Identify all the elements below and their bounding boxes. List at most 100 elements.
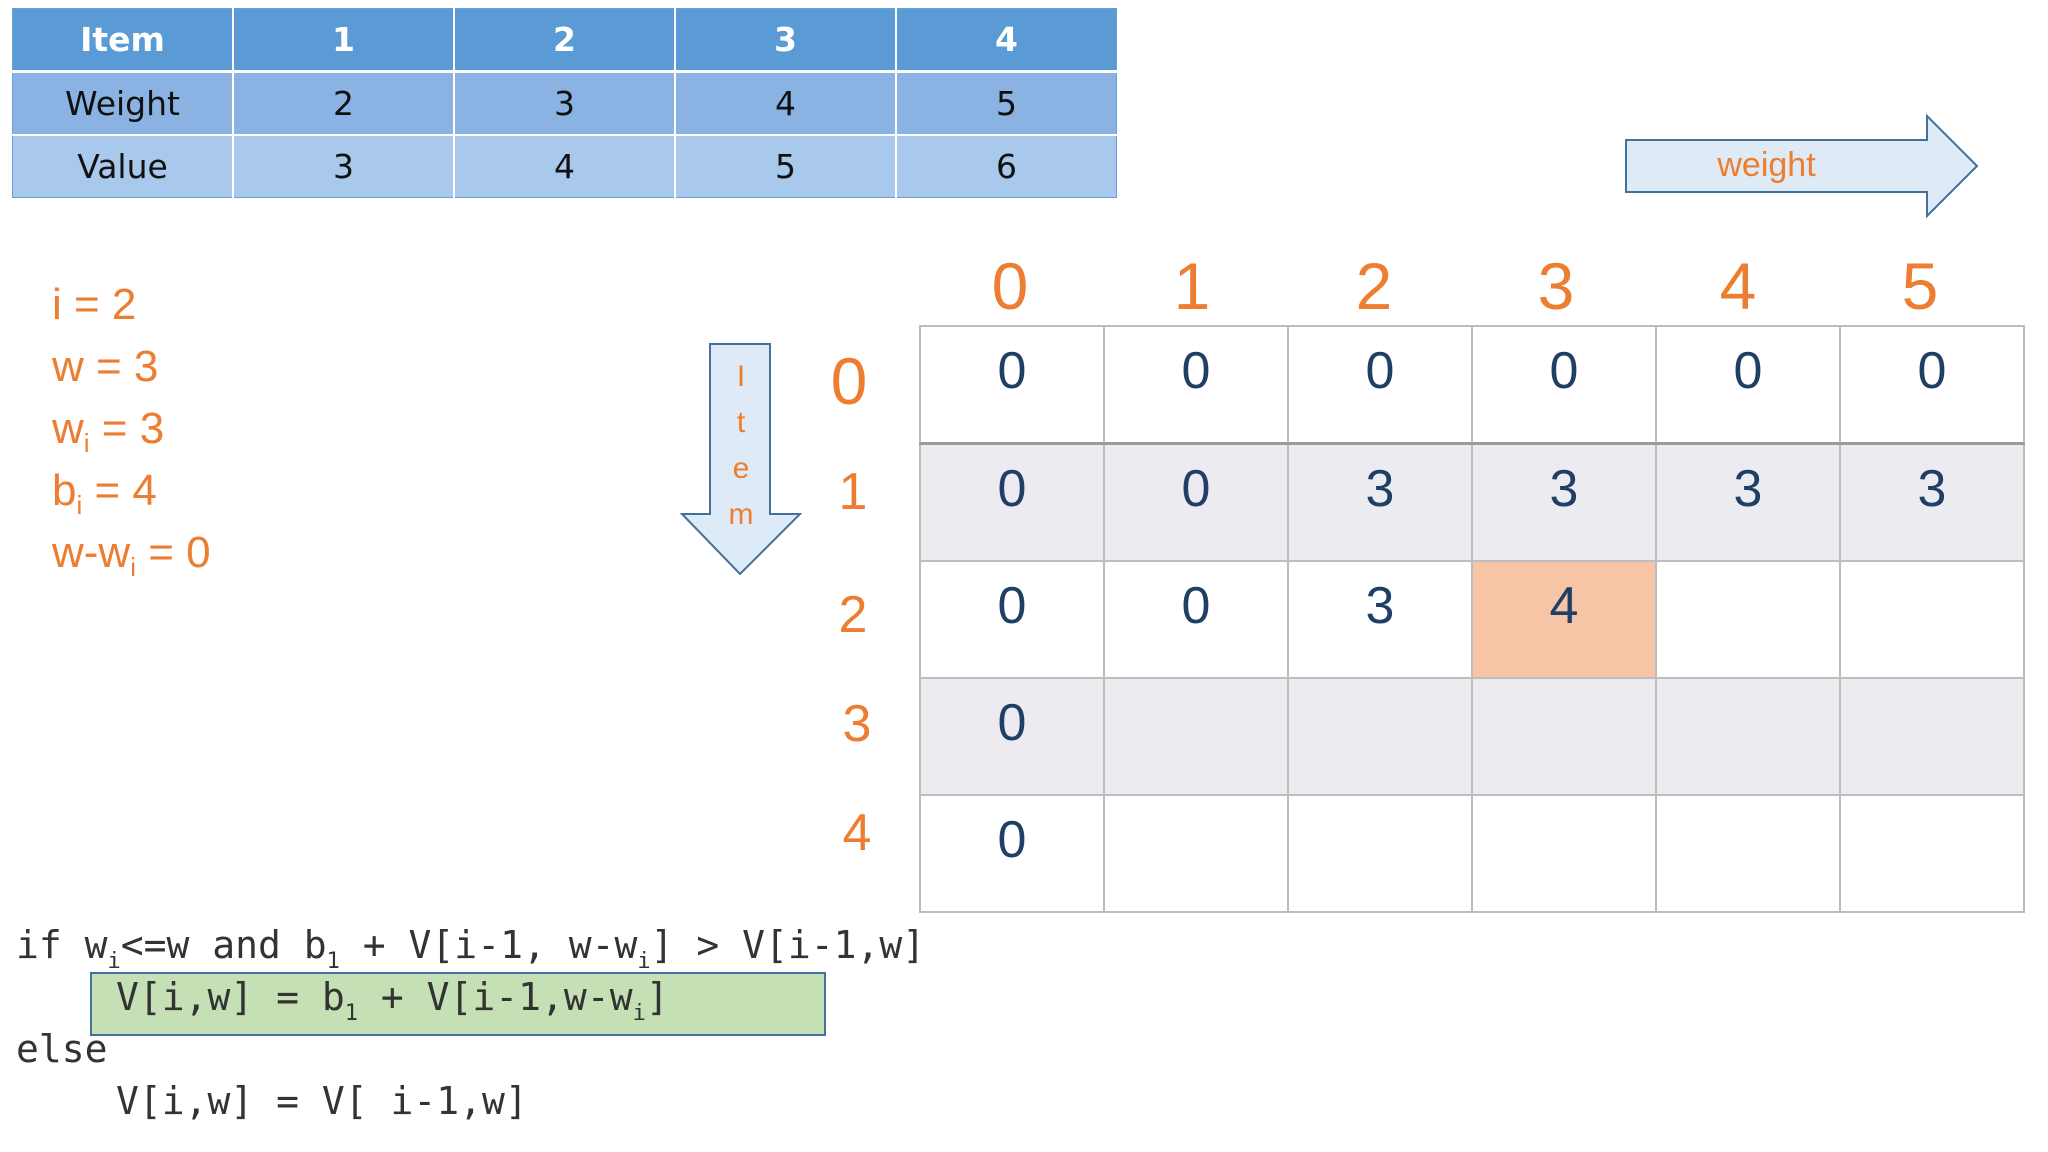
dp-cell-value <box>1473 796 1655 810</box>
items-cell: Value <box>12 134 234 198</box>
weight-arrow-label: weight <box>1717 146 1816 184</box>
items-cell: 2 <box>232 71 455 136</box>
items-header-cell: 4 <box>895 8 1117 73</box>
dp-cell: 0 <box>919 560 1105 679</box>
var-w-minus-wi-value: = 0 <box>148 528 211 577</box>
dp-cell <box>1471 794 1657 913</box>
dp-cell <box>1839 560 2025 679</box>
dp-row-header: 3 <box>842 695 872 753</box>
dp-cell-value: 0 <box>997 460 1027 518</box>
item-letter: e <box>732 452 750 485</box>
items-header-cell: Item <box>12 8 234 73</box>
dp-row: 0 <box>919 794 2025 913</box>
dp-cell: 0 <box>1655 325 1841 445</box>
dp-cell <box>1471 677 1657 796</box>
items-header-row: Item 1 2 3 4 <box>12 8 1117 73</box>
dp-cell: 3 <box>1839 442 2025 562</box>
dp-cell-value: 0 <box>997 577 1027 635</box>
dp-row-header: 1 <box>838 463 868 521</box>
code-line-if: if wi<=w and b1 + V[i-1, w-wi] > V[i-1,w… <box>16 920 926 974</box>
dp-cell: 3 <box>1287 442 1473 562</box>
variables-panel: i = 2 w = 3 wi = 3 bi = 4 w-wi = 0 <box>52 274 211 584</box>
dp-cell-value: 3 <box>1733 460 1763 518</box>
dp-col-header: 0 <box>991 249 1029 323</box>
var-wi-subscript: i <box>83 428 90 458</box>
var-wi-value: = 3 <box>101 404 165 453</box>
dp-cell-value: 3 <box>1365 577 1395 635</box>
dp-cell <box>1655 677 1841 796</box>
dp-cell-value: 0 <box>1733 342 1763 400</box>
dp-cell-value <box>1841 562 2023 576</box>
value-row: Value 3 4 5 6 <box>12 134 1117 198</box>
code-highlight-box <box>90 972 826 1036</box>
var-bi-subscript: i <box>76 490 83 520</box>
dp-cell: 0 <box>1103 442 1289 562</box>
dp-cell: 0 <box>1103 325 1289 445</box>
var-i-name: i <box>52 280 62 329</box>
dp-cell <box>1287 794 1473 913</box>
dp-cell <box>1103 794 1289 913</box>
items-cell: 6 <box>895 134 1117 198</box>
dp-cell-value: 0 <box>997 811 1027 869</box>
dp-row: 0 0 3 4 <box>919 560 2025 679</box>
var-w-name: w <box>52 342 84 391</box>
dp-cell-value <box>1657 679 1839 693</box>
dp-row-header: 4 <box>842 804 872 862</box>
items-table: Item 1 2 3 4 Weight 2 3 4 5 Value 3 4 5 … <box>12 8 1117 198</box>
dp-cell: 0 <box>1103 560 1289 679</box>
dp-col-header: 5 <box>1901 249 1939 323</box>
dp-row-header: 2 <box>838 586 868 644</box>
items-cell: 3 <box>453 71 676 136</box>
dp-cell <box>1287 677 1473 796</box>
weight-row: Weight 2 3 4 5 <box>12 71 1117 136</box>
var-w-value: = 3 <box>96 342 159 391</box>
dp-cell-value: 3 <box>1549 460 1579 518</box>
code-token: ] <box>645 975 669 1019</box>
dp-cell: 3 <box>1287 560 1473 679</box>
dp-grid: 0 0 0 0 0 0 0 0 3 3 3 3 0 0 3 4 0 0 <box>919 325 2025 913</box>
code-subscript: 1 <box>326 949 340 974</box>
items-cell: 5 <box>895 71 1117 136</box>
dp-cell-value <box>1657 796 1839 810</box>
dp-cell-value <box>1841 679 2023 693</box>
dp-cell-value: 3 <box>1917 460 1947 518</box>
dp-cell <box>1103 677 1289 796</box>
dp-cell-value: 0 <box>1181 460 1211 518</box>
dp-cell: 0 <box>919 794 1105 913</box>
var-wi-name: w <box>52 404 84 453</box>
dp-cell-value <box>1841 796 2023 810</box>
items-cell: 3 <box>232 134 455 198</box>
code-token: + V[i-1, w-w <box>339 923 638 967</box>
dp-cell-value: 3 <box>1365 460 1395 518</box>
dp-cell-value: 0 <box>1917 342 1947 400</box>
code-subscript: i <box>632 1001 646 1026</box>
code-token: ] > V[i-1,w] <box>650 923 926 967</box>
dp-cell: 0 <box>919 325 1105 445</box>
items-cell: 4 <box>674 71 897 136</box>
dp-row: 0 0 3 3 3 3 <box>919 442 2025 562</box>
dp-col-header: 4 <box>1719 249 1757 323</box>
dp-row-header: 0 <box>830 344 868 418</box>
dp-col-header: 3 <box>1537 249 1575 323</box>
var-bi-value: = 4 <box>94 466 157 515</box>
dp-cell-highlighted: 4 <box>1471 560 1657 679</box>
dp-cell: 0 <box>1471 325 1657 445</box>
dp-cell <box>1839 677 2025 796</box>
item-letter: m <box>728 498 754 531</box>
item-arrow-label: I t e m <box>710 354 772 538</box>
dp-cell: 3 <box>1655 442 1841 562</box>
dp-cell-value <box>1289 679 1471 693</box>
dp-cell <box>1655 560 1841 679</box>
code-subscript: 1 <box>344 1001 359 1026</box>
dp-cell-value <box>1105 796 1287 810</box>
var-wi: wi = 3 <box>52 398 211 460</box>
var-w: w = 3 <box>52 336 211 398</box>
var-w-minus-wi: w-wi = 0 <box>52 522 211 584</box>
var-bi-name: b <box>52 466 77 515</box>
items-header-cell: 3 <box>674 8 897 73</box>
item-letter: I <box>736 360 746 393</box>
code-token: + V[i-1,w-w <box>358 975 633 1019</box>
code-token: V[i,w] = b <box>116 975 345 1019</box>
dp-cell <box>1655 794 1841 913</box>
dp-cell-value <box>1289 796 1471 810</box>
